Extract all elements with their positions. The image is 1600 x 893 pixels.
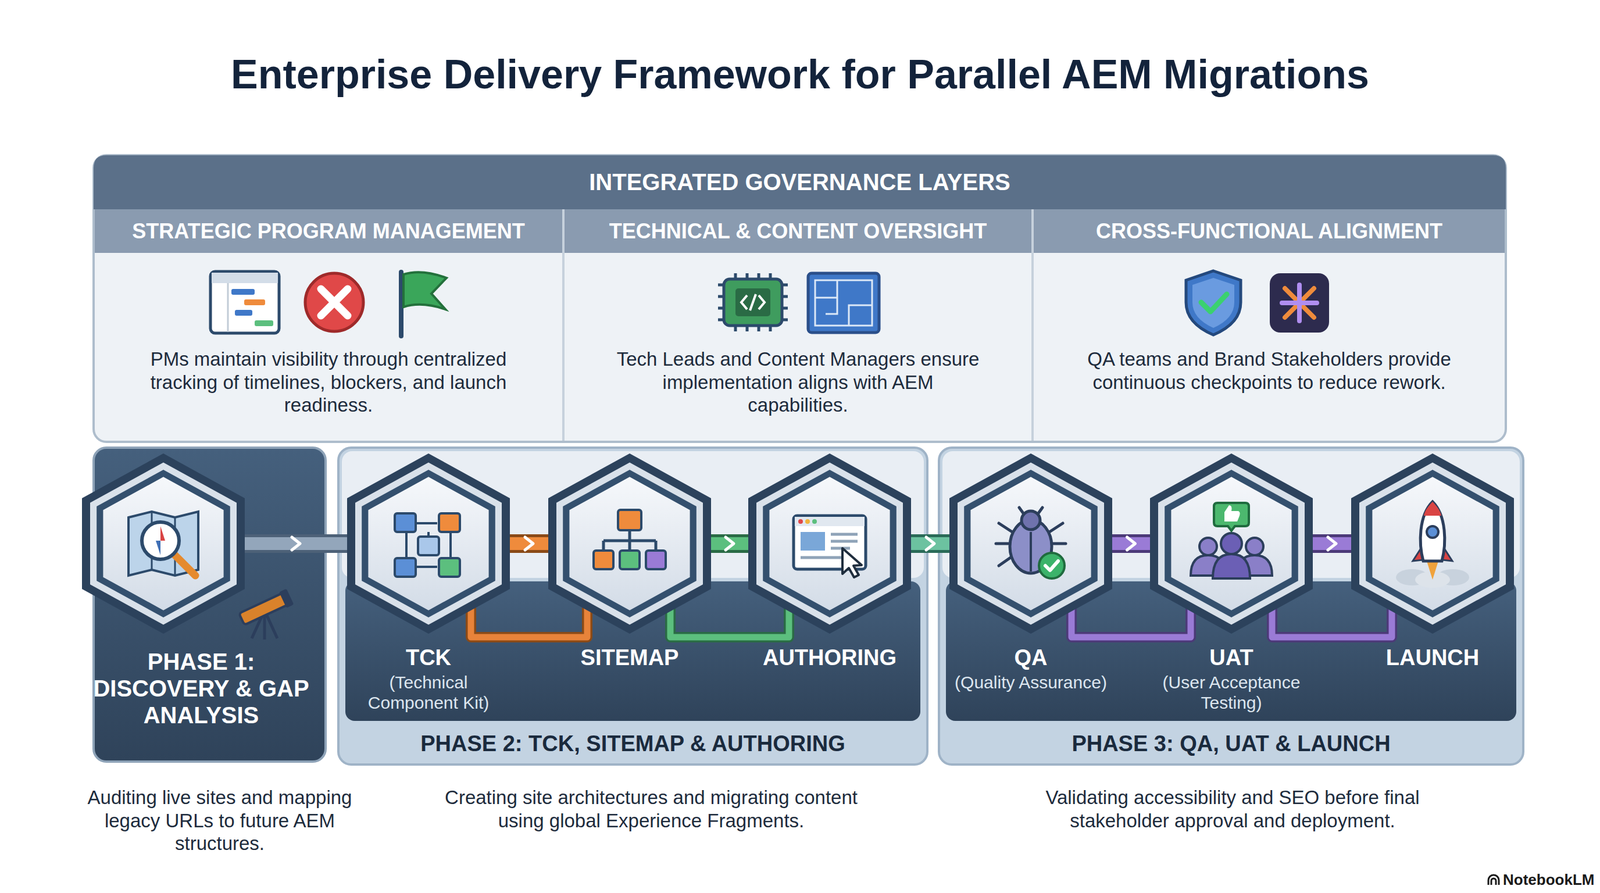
step-title: TCK <box>347 645 510 671</box>
diagram-title: Enterprise Delivery Framework for Parall… <box>0 51 1600 98</box>
column-heading: STRATEGIC PROGRAM MANAGEMENT <box>99 209 558 253</box>
governance-column: CROSS-FUNCTIONAL ALIGNMENT QA teams and B… <box>1032 209 1506 442</box>
phase-description: Validating accessibility and SEO before … <box>1011 786 1454 832</box>
phase-label: PHASE 3: QA, UAT & LAUNCH <box>944 722 1518 765</box>
arrow-head <box>1327 537 1337 550</box>
panel-heading: INTEGRATED GOVERNANCE LAYERS <box>93 155 1506 210</box>
hex-caption: PHASE 1: DISCOVERY & GAP ANALYSIS <box>87 648 315 729</box>
hex-caption: LAUNCH <box>1351 645 1514 671</box>
flow-connector <box>711 537 749 550</box>
hex-caption: UAT(User Acceptance Testing) <box>1150 645 1313 713</box>
connector-bar <box>1112 537 1150 550</box>
phase-description: Auditing live sites and mapping legacy U… <box>62 786 377 856</box>
step-subtitle: (Quality Assurance) <box>949 672 1113 693</box>
column-description: PMs maintain visibility through centrali… <box>145 347 512 417</box>
connector-bar <box>509 537 549 550</box>
phase-hexagon: QA(Quality Assurance) <box>949 453 1113 716</box>
flow-connector <box>1112 537 1150 550</box>
arrow-head <box>525 537 534 550</box>
connector-bar <box>1112 534 1150 553</box>
hex-outline <box>1150 453 1313 634</box>
step-subtitle: (User Acceptance Testing) <box>1150 672 1313 714</box>
phase-hexagon: TCK(Technical Component Kit) <box>347 453 510 716</box>
hex-outline <box>949 453 1113 634</box>
hex-outline <box>347 453 510 634</box>
governance-column: STRATEGIC PROGRAM MANAGEMENT PMs maintain… <box>93 209 564 442</box>
column-description: QA teams and Brand Stakeholders provide … <box>1084 347 1454 394</box>
connector-bar <box>711 534 749 553</box>
arrow-head <box>926 537 935 550</box>
phase-label: PHASE 2: TCK, SITEMAP & AUTHORING <box>344 722 922 765</box>
column-heading: CROSS-FUNCTIONAL ALIGNMENT <box>1038 209 1500 253</box>
connector-bar <box>911 537 950 550</box>
arrow-head <box>291 537 300 550</box>
connector-bar <box>1312 537 1352 550</box>
phase-panel: PHASE 2: TCK, SITEMAP & AUTHORING TCK(Tec… <box>338 447 928 765</box>
step-title: UAT <box>1150 645 1313 671</box>
phase-hexagon: UAT(User Acceptance Testing) <box>1150 453 1313 716</box>
connector-bar <box>711 537 749 550</box>
step-title: SITEMAP <box>548 645 712 671</box>
step-title: AUTHORING <box>748 645 912 671</box>
hex-caption: SITEMAP <box>548 645 712 671</box>
hex-outline <box>548 453 712 634</box>
governance-column: TECHNICAL & CONTENT OVERSIGHT Tech Leads … <box>563 209 1033 442</box>
hex-outline <box>81 453 245 634</box>
governance-panel: INTEGRATED GOVERNANCE LAYERSSTRATEGIC PR… <box>93 155 1506 442</box>
phase-description: Creating site architectures and migratin… <box>441 786 861 832</box>
step-title: LAUNCH <box>1351 645 1514 671</box>
watermark: NotebookLM <box>1502 870 1596 889</box>
flow-connector <box>509 537 549 550</box>
arrow-head <box>725 537 734 550</box>
hex-caption: AUTHORING <box>748 645 912 671</box>
hex-outline <box>748 453 912 634</box>
phase-hexagon: SITEMAP <box>548 453 712 716</box>
flow-connector <box>911 537 950 550</box>
step-title: QA <box>949 645 1113 671</box>
step-title: PHASE 1: DISCOVERY & GAP ANALYSIS <box>87 648 315 729</box>
hex-caption: QA(Quality Assurance) <box>949 645 1113 693</box>
hex-outline <box>1351 453 1514 634</box>
arrow-head <box>1127 537 1136 550</box>
connector-bar <box>244 534 348 553</box>
column-description: Tech Leads and Content Managers ensure i… <box>615 347 981 417</box>
phase-hexagon: AUTHORING <box>748 453 912 716</box>
column-heading: TECHNICAL & CONTENT OVERSIGHT <box>569 209 1027 253</box>
phase-hexagon: PHASE 1: DISCOVERY & GAP ANALYSIS <box>81 453 315 727</box>
phase-hexagon: LAUNCH <box>1351 453 1514 716</box>
connector-bar <box>244 537 348 550</box>
connector-bar <box>1312 534 1352 553</box>
connector-bar <box>911 534 950 553</box>
hex-caption: TCK(Technical Component Kit) <box>347 645 510 713</box>
phase-panel: PHASE 3: QA, UAT & LAUNCH QA(Quality Assu… <box>938 447 1524 765</box>
step-subtitle: (Technical Component Kit) <box>347 672 510 714</box>
flow-connector <box>1312 537 1352 550</box>
flow-connector <box>244 537 348 550</box>
connector-bar <box>509 534 549 553</box>
